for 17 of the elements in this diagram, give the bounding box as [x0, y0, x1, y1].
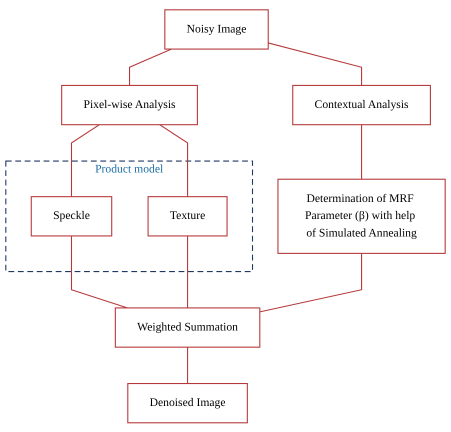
connector	[268, 42, 362, 86]
node-box: Weighted Summation	[114, 307, 260, 348]
connector	[187, 236, 188, 308]
node-box: Speckle	[30, 196, 112, 236]
connector	[70, 236, 128, 308]
connector	[187, 346, 188, 384]
connector	[361, 124, 362, 179]
connector	[70, 124, 100, 196]
connector	[260, 253, 362, 312]
node-box: Pixel-wise Analysis	[61, 84, 198, 125]
node-box: Noisy Image	[164, 8, 269, 50]
node-box: Denoised Image	[127, 382, 248, 424]
connector	[128, 48, 172, 86]
node-box: Texture	[148, 196, 228, 236]
node-box: Contextual Analysis	[292, 84, 431, 125]
node-box: Determination of MRF Parameter (β) with help of Simulated Annealing	[277, 178, 446, 254]
connector	[159, 124, 188, 196]
